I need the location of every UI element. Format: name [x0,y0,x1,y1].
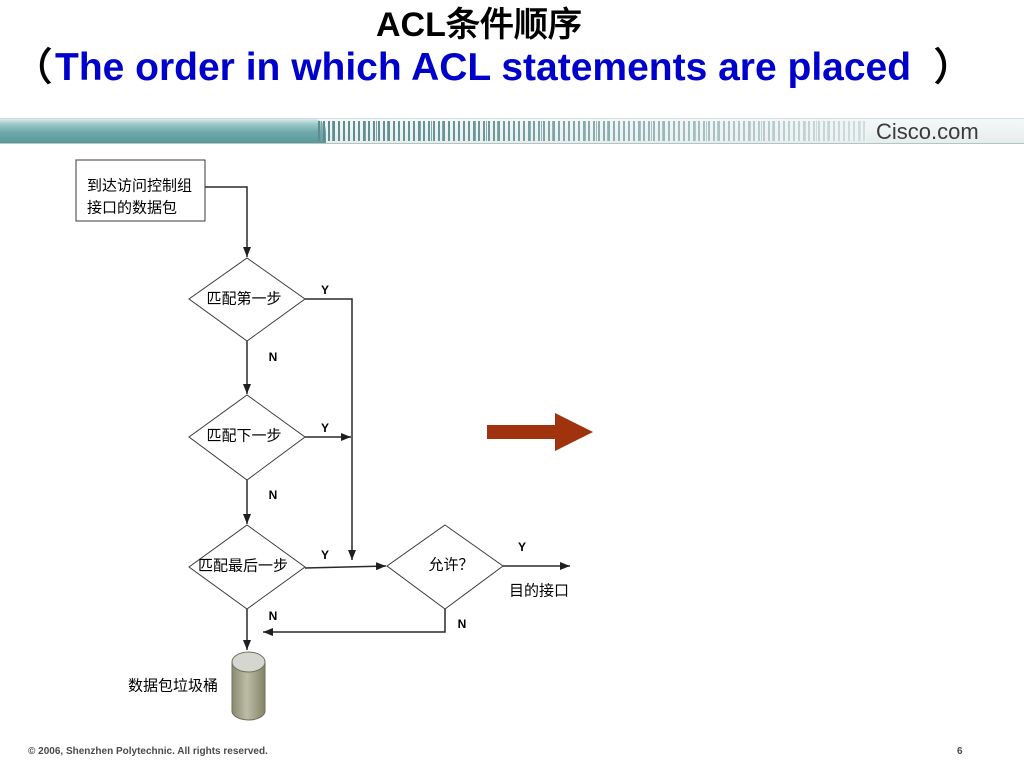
decision-diamond [188,394,306,481]
no-label: N [269,609,278,623]
start-box-frame [75,159,206,222]
footer-copyright: © 2006, Shenzhen Polytechnic. All rights… [28,746,268,757]
right-arrow-icon [487,413,593,451]
decision-first-match: 匹配第一步 [188,257,306,342]
bit-bucket-label: 数据包垃圾桶 [128,678,218,695]
yes-label: Y [321,421,329,435]
connector-last-match-yes [304,562,387,571]
slide-subtitle: The order in which ACL statements are pl… [55,46,912,89]
connector-first-match-yes [305,298,356,560]
cylinder-top [231,651,266,673]
yes-label: Y [518,540,526,554]
yes-label: Y [321,548,329,562]
destination-interface-label: 目的接口 [509,583,569,600]
decision-label: 匹配下一步 [206,428,281,445]
decision-label: 允许？ [428,557,473,574]
cylinder-body [231,661,266,721]
banner-barcode-stripes [318,121,866,141]
decision-permit: 允许？ [386,524,504,610]
decision-last-match: 匹配最后一步 [188,524,306,610]
subtitle-open-paren: （ [14,47,53,89]
decision-label: 匹配最后一步 [198,558,288,575]
page-number: 6 [957,746,963,757]
slide-title: ACL条件顺序 [376,6,582,44]
cisco-com-logo: Cisco.com [876,119,979,144]
decision-diamond [188,257,306,342]
start-box-line-2: 接口的数据包 [87,200,177,217]
no-label: N [458,617,467,631]
decision-label: 匹配第一步 [206,290,281,308]
bit-bucket-cylinder [231,651,266,721]
banner-tab [0,119,326,143]
header-banner: Cisco.com [0,118,1024,144]
subtitle-close-paren: ） [934,47,973,89]
decision-next-match: 匹配下一步 [188,394,306,481]
start-box: 到达访问控制组 接口的数据包 [75,159,206,222]
decision-diamond [386,524,504,610]
connector-permit-no [263,609,446,636]
connector-start-to-first-match [205,186,251,257]
no-label: N [269,350,278,364]
no-label: N [269,488,278,502]
decision-diamond [188,524,306,610]
start-box-line-1: 到达访问控制组 [87,178,192,195]
yes-label: Y [321,283,329,297]
